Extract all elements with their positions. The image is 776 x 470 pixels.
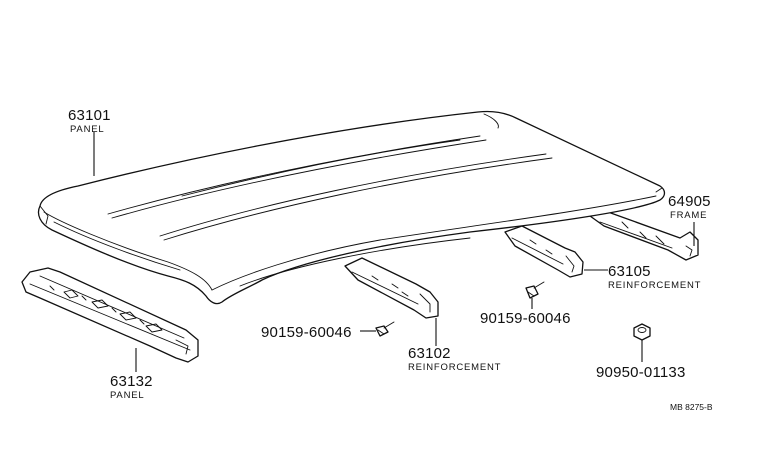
leader-lines — [93, 132, 695, 372]
part-number-frame-rear: 64905 — [668, 193, 711, 210]
part-name-reinforcement-rear: REINFORCEMENT — [608, 280, 701, 291]
diagram-reference: MB 8275-B — [670, 402, 713, 412]
nut-drawing[interactable] — [633, 323, 651, 341]
screw-left-drawing[interactable] — [375, 321, 395, 337]
part-number-panel-front: 63132 — [110, 373, 153, 390]
part-name-reinforcement-center: REINFORCEMENT — [408, 362, 501, 373]
part-number-reinforcement-rear: 63105 — [608, 263, 651, 280]
part-number-nut: 90950-01133 — [596, 364, 686, 381]
rear-frame-drawing[interactable] — [589, 211, 699, 261]
rear-reinforcement-drawing[interactable] — [504, 225, 584, 278]
part-name-frame-rear: FRAME — [670, 210, 707, 221]
center-reinforcement-drawing[interactable] — [344, 257, 439, 319]
front-panel-drawing[interactable] — [21, 267, 199, 363]
roof-panel-drawing[interactable] — [37, 110, 666, 305]
part-name-panel-front: PANEL — [110, 390, 144, 401]
part-number-screw-left: 90159-60046 — [261, 324, 352, 341]
screw-right-drawing[interactable] — [525, 281, 545, 299]
part-number-panel-roof: 63101 — [68, 107, 111, 124]
part-number-screw-right: 90159-60046 — [480, 310, 571, 327]
part-number-reinforcement-center: 63102 — [408, 345, 451, 362]
part-name-panel-roof: PANEL — [70, 124, 104, 135]
